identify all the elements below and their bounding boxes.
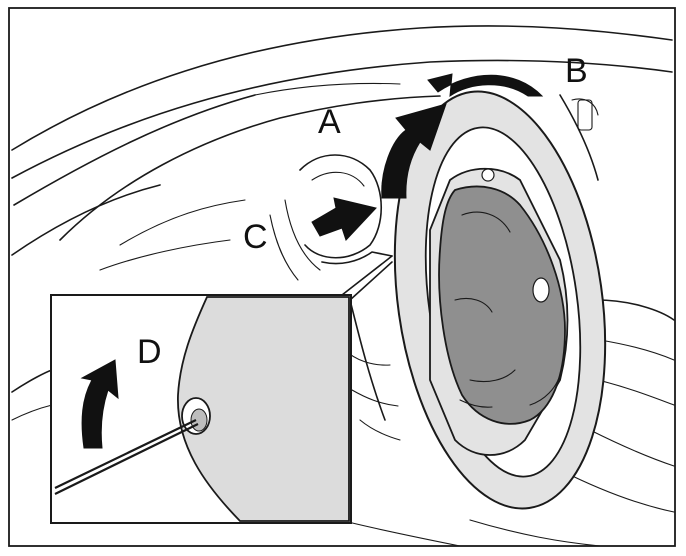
screwdriver	[54, 419, 199, 495]
label-b: B	[565, 52, 588, 90]
inset-leader-line	[341, 255, 393, 301]
label-d: D	[137, 333, 162, 371]
label-a: A	[318, 103, 341, 141]
arrow-a	[381, 103, 447, 199]
instrument-cluster	[269, 154, 393, 281]
airbag-pad	[438, 185, 566, 425]
dashboard-outline	[11, 25, 675, 547]
arrow-b	[427, 73, 544, 98]
label-c: C	[243, 218, 268, 256]
arrow-c	[311, 197, 377, 241]
arrow-d	[80, 359, 119, 449]
inset-panel	[177, 296, 350, 522]
steering-wheel	[393, 90, 607, 510]
detail-inset	[50, 294, 352, 524]
